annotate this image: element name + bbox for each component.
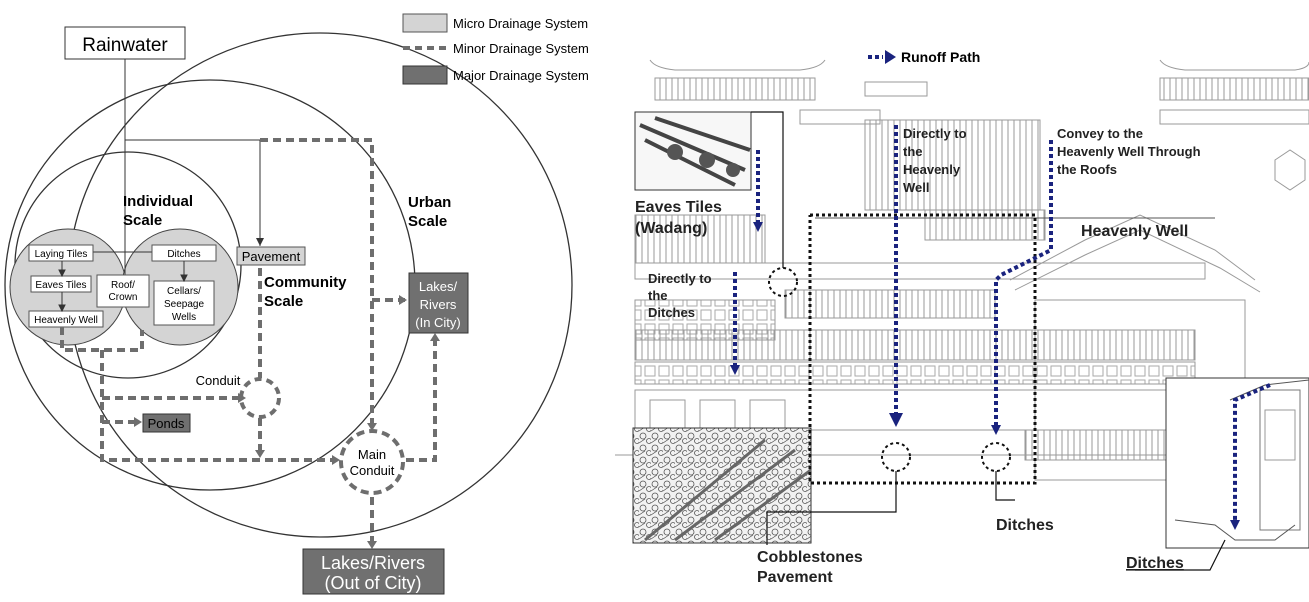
legend-micro-swatch — [402, 13, 448, 33]
individual-scale-label-1: Individual — [123, 193, 193, 210]
runoff-arrowheads — [730, 50, 1240, 530]
roof-label-2: Crown — [109, 292, 138, 303]
urban-scale-label-1: Urban — [408, 194, 451, 211]
convey-label-3: the Roofs — [1057, 162, 1117, 177]
laying-tiles-label: Laying Tiles — [35, 249, 88, 260]
heavenly-well-label: Heavenly Well — [34, 315, 98, 326]
eaves-tiles-photo — [634, 111, 752, 191]
cellars-label-1: Cellars/ — [167, 286, 201, 297]
runoff-labels: Directly to the Heavenly Well Convey to … — [648, 126, 1201, 320]
directly-well-label-1: Directly to — [903, 126, 967, 141]
runoff-illustration-svg: Runoff Path Directly to the Heavenly Wel… — [615, 49, 1309, 586]
main-conduit-label-2: Conduit — [350, 463, 395, 478]
ditches-label-mid: Ditches — [996, 517, 1054, 534]
ponds-label: Ponds — [148, 416, 185, 431]
rainwater-box — [64, 26, 186, 60]
ponds-box — [142, 413, 191, 433]
cellars-label-2: Seepage — [164, 299, 204, 310]
callout-lines — [751, 111, 1226, 571]
cellars-box — [153, 280, 215, 326]
main-conduit-circle — [339, 429, 405, 495]
lakes-in-label-2: Rivers — [420, 297, 457, 312]
directly-well-label-2: the — [903, 144, 923, 159]
main-conduit-label-1: Main — [358, 447, 386, 462]
drainage-system-diagram: Rainwater Laying Tiles Eaves Tiles Heave… — [0, 0, 615, 597]
directly-ditch-label-2: the — [648, 288, 668, 303]
directly-ditch-label-3: Ditches — [648, 305, 695, 320]
runoff-path-legend-label: Runoff Path — [901, 49, 980, 65]
ditches-label: Ditches — [167, 249, 200, 260]
lakes-out-city-box — [302, 548, 445, 595]
conduit-circle — [239, 377, 281, 419]
legend-micro-label: Micro Drainage System — [453, 16, 588, 31]
micro-arrows — [58, 261, 188, 313]
directly-well-label-4: Well — [903, 180, 930, 195]
scale-labels: Individual Scale Community Scale Urban S… — [123, 193, 451, 310]
place-labels: Eaves Tiles (Wadang) Heavenly Well Ditch… — [635, 199, 1188, 586]
ditch-detail-inset — [1165, 377, 1309, 549]
urban-scale-label-2: Scale — [408, 213, 447, 230]
lakes-out-label-2: (Out of City) — [324, 573, 421, 593]
lakes-out-label-1: Lakes/Rivers — [321, 553, 425, 573]
runoff-paths — [733, 55, 1271, 520]
eaves-tiles-label-2: (Wadang) — [635, 220, 707, 237]
laying-tiles-box — [28, 244, 94, 262]
pavement-box — [236, 246, 306, 266]
eaves-tiles-box — [30, 275, 92, 293]
roof-crown-box — [96, 274, 150, 308]
legend-minor-label: Minor Drainage System — [453, 41, 589, 56]
pavement-label: Pavement — [242, 249, 301, 264]
convey-label-2: Heavenly Well Through — [1057, 144, 1201, 159]
lakes-in-city-box — [408, 272, 469, 334]
directly-ditch-label-1: Directly to — [648, 271, 712, 286]
cobblestone-photo — [632, 427, 812, 544]
eaves-tiles-label-1: Eaves Tiles — [635, 199, 722, 216]
drainage-diagram-svg: Rainwater Laying Tiles Eaves Tiles Heave… — [4, 13, 589, 595]
minor-drainage-paths — [60, 138, 437, 545]
cobblestones-label-1: Cobblestones — [757, 549, 863, 566]
rainwater-label: Rainwater — [82, 35, 168, 56]
cobblestones-label-2: Pavement — [757, 569, 833, 586]
micro-boxes: Laying Tiles Eaves Tiles Heavenly Well R… — [28, 244, 217, 328]
cellars-label-3: Wells — [172, 312, 196, 323]
runoff-path-illustration: Runoff Path Directly to the Heavenly Wel… — [615, 0, 1309, 597]
lakes-in-label-3: (In City) — [415, 315, 461, 330]
community-scale-label-2: Scale — [264, 293, 303, 310]
roof-label-1: Roof/ — [111, 280, 135, 291]
community-scale-label-1: Community — [264, 274, 347, 291]
heavenly-well-box — [28, 310, 104, 328]
ditches-label-right: Ditches — [1126, 555, 1184, 572]
heavenly-well-boundary — [768, 213, 1037, 485]
convey-label-1: Convey to the — [1057, 126, 1143, 141]
individual-scale-label-2: Scale — [123, 212, 162, 229]
legend: Micro Drainage System Minor Drainage Sys… — [402, 13, 589, 85]
directly-well-label-3: Heavenly — [903, 162, 961, 177]
eaves-tiles-label: Eaves Tiles — [35, 280, 86, 291]
legend-major-label: Major Drainage System — [453, 68, 589, 83]
legend-major-swatch — [402, 65, 448, 85]
conduit-label: Conduit — [196, 373, 241, 388]
lakes-in-label-1: Lakes/ — [419, 279, 458, 294]
heavenly-well-label: Heavenly Well — [1081, 223, 1188, 240]
